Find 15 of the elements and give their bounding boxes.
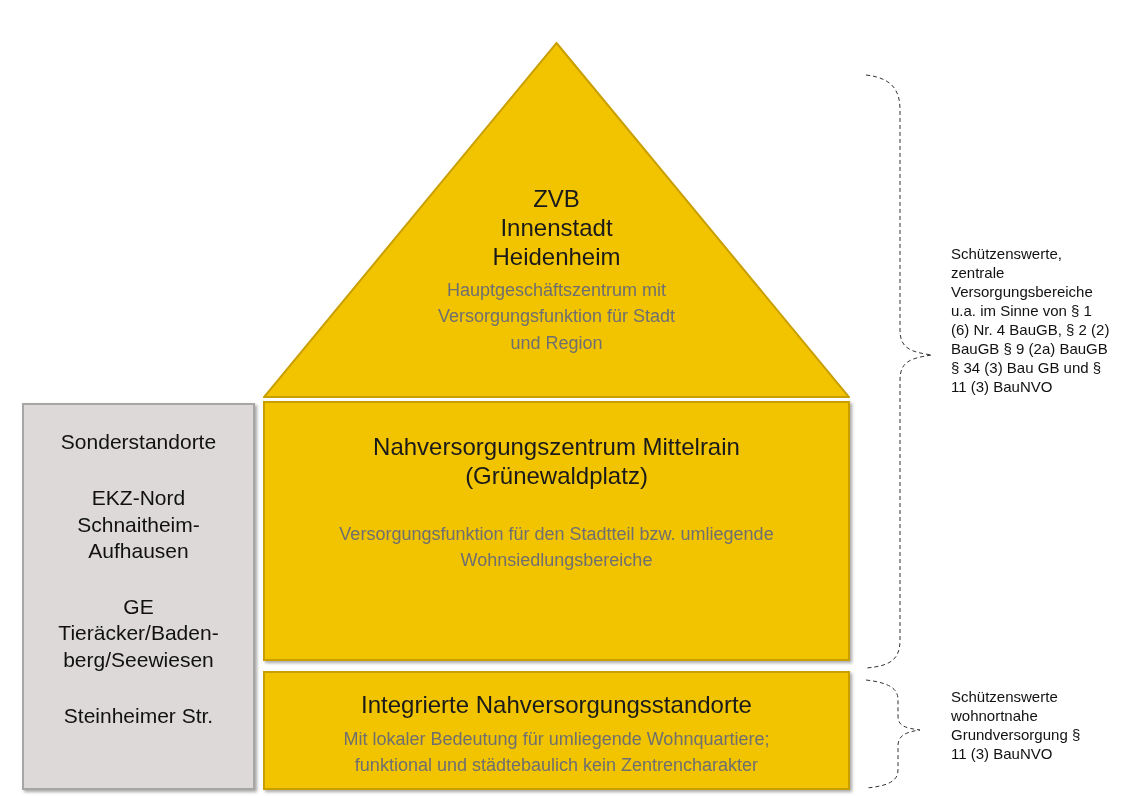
legal-note: Schützenswerte wohnortnahe Grundversorgung § 11 (3) BauNVO	[951, 687, 1081, 764]
legal-note: Schützenswerte, zentrale Versorgungsbereiche u.a. im Sinne von § 1 (6) Nr. 4 BauGB, § 2 (2) BauGB § 9 (2a) BauGB § 34 (3) Bau GB und § 11 (3) BauNVO	[951, 244, 1111, 397]
location-text: GE Tieräcker/Baden-berg/Seewiesen	[57, 594, 220, 673]
process-box	[263, 671, 850, 790]
location-text: Steinheimer Str.	[63, 702, 214, 729]
level-description: Hauptgeschäftszentrum mit Versorgungsfunktion für Stadt und Region	[436, 279, 677, 355]
location-text: EKZ-Nord Schnaitheim-Aufhausen	[76, 485, 201, 564]
side-box	[22, 403, 255, 790]
process-box	[263, 401, 850, 661]
level-title: ZVB Innenstadt Heidenheim	[491, 185, 622, 272]
level-description: Versorgungsfunktion für den Stadtteil bzw. umliegende Wohnsiedlungsbereiche	[338, 522, 775, 572]
level-title: Nahversorgungszentrum Mittelrain (Grünewaldplatz)	[372, 433, 741, 491]
location-text: Sonderstandorte	[60, 429, 217, 455]
level-title: Integrierte Nahversorgungsstandorte	[361, 691, 752, 720]
level-description: Mit lokaler Bedeutung für umliegende Wohnquartiere; funktional und städtebaulich kein Zentrencharakter	[342, 727, 771, 777]
